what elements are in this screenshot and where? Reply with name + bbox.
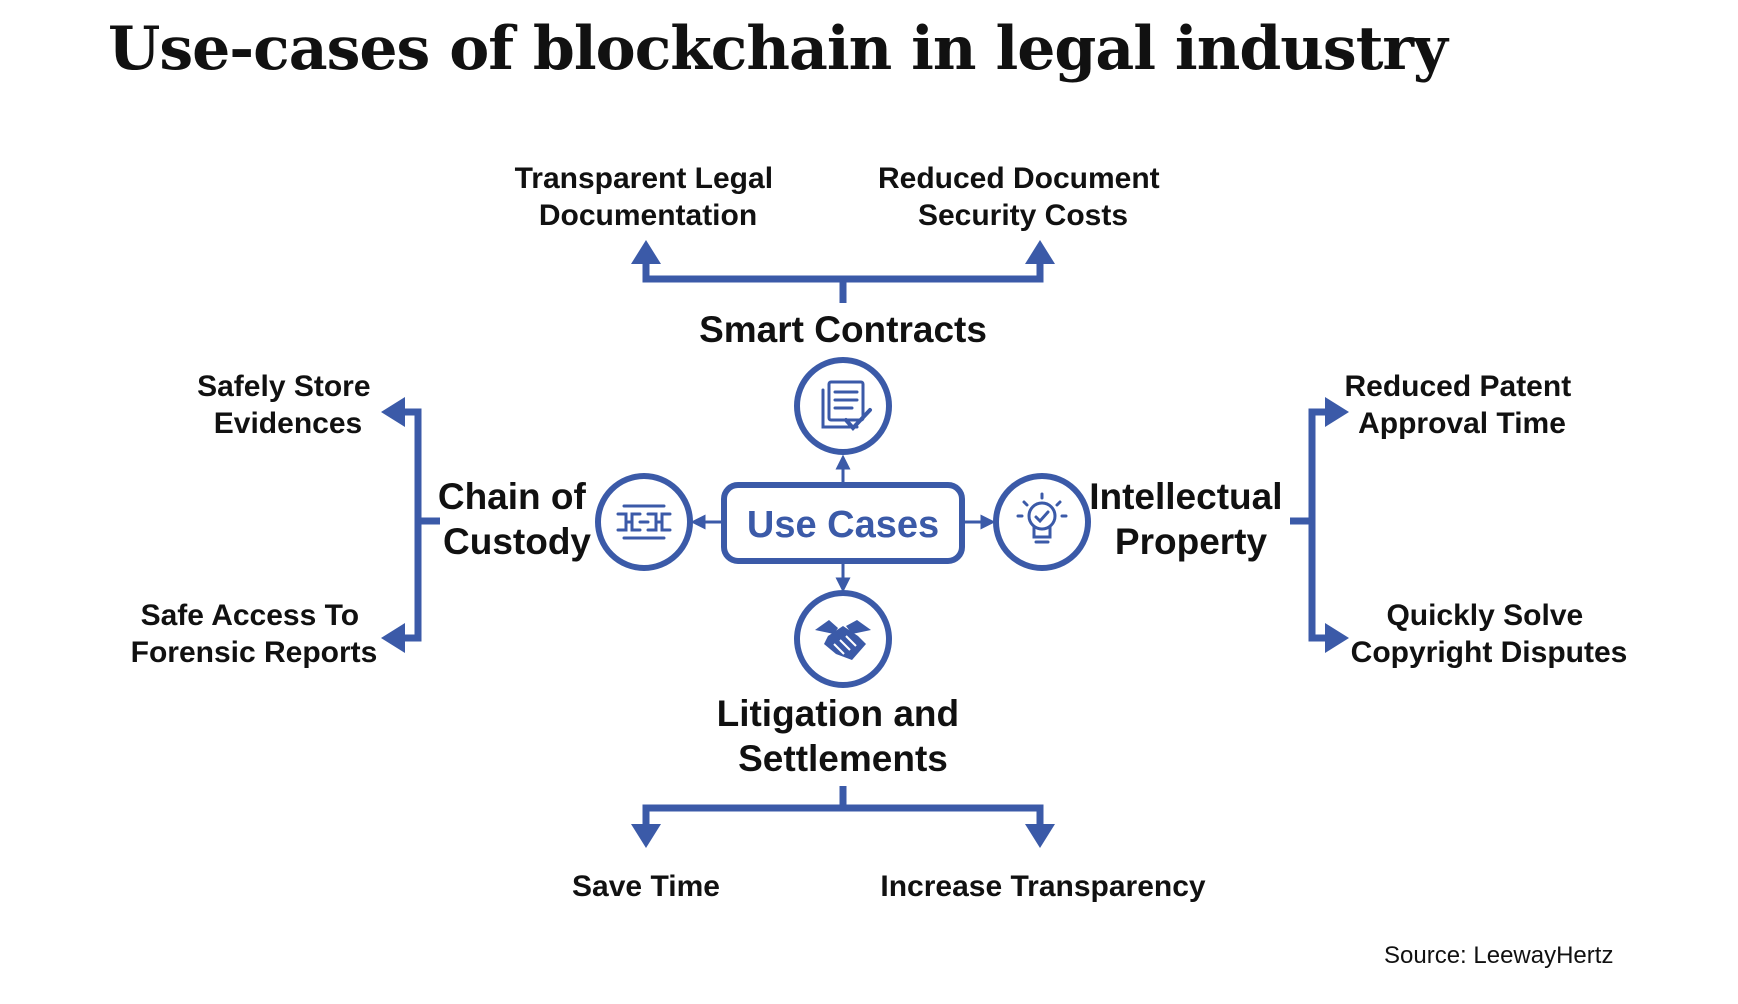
benefit-increase-transparency: Increase Transparency — [880, 870, 1206, 903]
chain-of-custody-bracket — [381, 397, 440, 653]
smart-contracts-label: Smart Contracts — [699, 309, 987, 350]
handshake-icon — [794, 590, 892, 688]
benefit-copyright-disputes: Quickly Solve Copyright Disputes — [1351, 599, 1628, 669]
smart-contracts-bracket — [631, 240, 1055, 303]
page-title: Use-cases of blockchain in legal industr… — [108, 14, 1448, 84]
chain-of-custody-label: Chain of Custody — [438, 476, 596, 562]
litigation-label: Litigation and Settlements — [717, 693, 970, 779]
arrow-up-icon — [631, 240, 661, 264]
chain-of-custody-line-1: Chain of — [438, 476, 587, 517]
lightbulb-check-icon — [993, 473, 1091, 571]
blockchain-link-icon — [595, 473, 693, 571]
document-check-icon — [794, 357, 892, 455]
chain-of-custody-line-2: Custody — [443, 521, 591, 562]
benefit-safe-access-forensic: Safe Access To Forensic Reports — [131, 599, 378, 669]
arrow-right-icon — [1325, 623, 1349, 653]
arrow-left-icon — [381, 623, 405, 653]
litigation-line-1: Litigation and — [717, 693, 960, 734]
intellectual-property-line-1: Intellectual — [1089, 476, 1282, 517]
litigation-line-2: Settlements — [738, 738, 948, 779]
arrow-down-icon — [1025, 824, 1055, 848]
litigation-bracket — [631, 786, 1055, 848]
use-cases-hub: Use Cases — [721, 482, 965, 564]
hub-connectors — [690, 454, 996, 593]
benefit-save-time: Save Time — [572, 870, 720, 903]
arrow-down-icon — [631, 824, 661, 848]
benefit-reduced-security-costs: Reduced Document Security Costs — [878, 162, 1168, 232]
arrow-left-icon — [381, 397, 405, 427]
intellectual-property-label: Intellectual Property — [1089, 476, 1293, 562]
benefit-safely-store-evidences: Safely Store Evidences — [197, 370, 379, 440]
source-credit: Source: LeewayHertz — [1384, 942, 1614, 969]
hub-label: Use Cases — [747, 504, 939, 546]
arrow-up-icon — [1025, 240, 1055, 264]
benefit-transparent-documentation: Transparent Legal Documentation — [515, 162, 782, 232]
benefit-reduced-patent-time: Reduced Patent Approval Time — [1344, 370, 1579, 440]
intellectual-property-line-2: Property — [1115, 521, 1268, 562]
arrow-right-icon — [1325, 397, 1349, 427]
intellectual-property-bracket — [1290, 397, 1349, 653]
